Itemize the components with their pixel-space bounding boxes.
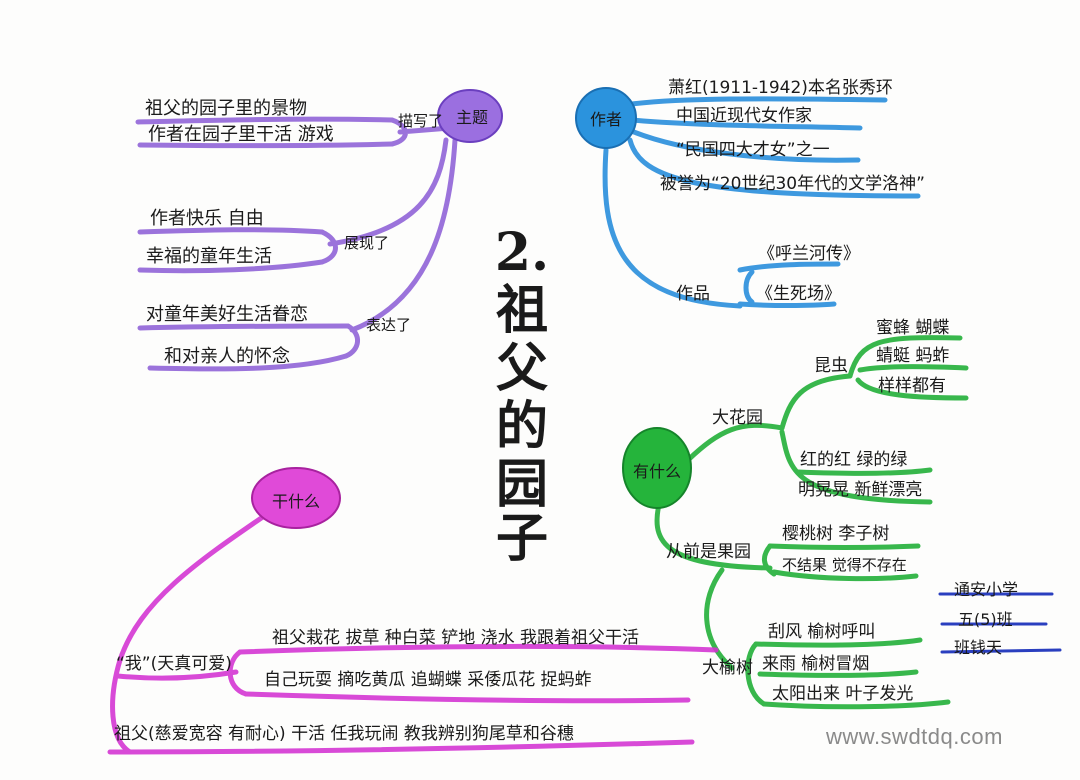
orchard-label: 从前是果园 bbox=[666, 542, 751, 562]
author-works-line-2 bbox=[737, 301, 837, 308]
theme-link-express bbox=[349, 137, 458, 333]
signature-name: 班钱天 bbox=[954, 638, 1003, 657]
elm-line-2 bbox=[757, 669, 919, 678]
theme-center-label: 主题 bbox=[455, 108, 489, 127]
author-center-label: 作者 bbox=[589, 110, 623, 129]
title-char-3: 的 bbox=[495, 396, 548, 457]
author-work: 《生死场》 bbox=[756, 284, 841, 304]
orchard-item: 不结果 觉得不存在 bbox=[782, 556, 907, 574]
theme-leaf: 幸福的童年生活 bbox=[146, 246, 272, 267]
insects-label: 昆虫 bbox=[814, 356, 848, 376]
title-number: 2. bbox=[494, 222, 550, 283]
author-fact: 萧红(1911-1942)本名张秀环 bbox=[668, 78, 893, 98]
theme-underline-3 bbox=[137, 227, 325, 235]
orchard-line-1 bbox=[767, 543, 921, 550]
garden-link-insects bbox=[779, 373, 853, 431]
do-center-node bbox=[251, 467, 341, 529]
orchard-line-2 bbox=[771, 569, 919, 582]
title-char-1: 祖 bbox=[495, 280, 548, 341]
theme-leaf: 对童年美好生活眷恋 bbox=[146, 304, 308, 325]
do-me-item: 祖父栽花 拔草 种白菜 铲地 浇水 我跟着祖父干活 bbox=[272, 628, 640, 648]
orchard-link-elm bbox=[704, 567, 735, 671]
author-line-3 bbox=[631, 129, 861, 163]
title-char-4: 园 bbox=[495, 454, 548, 515]
do-center-label: 干什么 bbox=[271, 492, 321, 511]
elm-item: 太阳出来 叶子发光 bbox=[772, 684, 914, 704]
what-center-node bbox=[622, 427, 692, 509]
do-grandpa-item: 祖父(慈爱宽容 有耐心) 干活 任我玩闹 教我辨别狗尾草和谷穗 bbox=[114, 724, 574, 744]
author-fact: “民国四大才女”之一 bbox=[676, 140, 830, 160]
theme-branch-label: 展现了 bbox=[344, 234, 390, 252]
author-line-2 bbox=[629, 117, 863, 131]
insect-line-2 bbox=[857, 364, 969, 373]
theme-center-node bbox=[437, 89, 503, 143]
insect-item: 蜜蜂 蝴蝶 bbox=[876, 318, 950, 338]
garden-link-colors bbox=[779, 429, 933, 505]
author-works-label: 作品 bbox=[676, 284, 710, 304]
what-link-garden bbox=[685, 422, 785, 463]
do-me-line-2 bbox=[243, 691, 691, 704]
insect-line-3 bbox=[855, 377, 969, 401]
signature-school: 通安小学 bbox=[954, 580, 1019, 599]
garden-color-item: 红的红 绿的绿 bbox=[800, 450, 908, 470]
elm-item: 来雨 榆树冒烟 bbox=[762, 654, 870, 674]
theme-underline-6 bbox=[147, 353, 349, 372]
theme-underline-2 bbox=[137, 141, 395, 149]
signature-class: 五(5)班 bbox=[958, 610, 1013, 629]
do-me-line-1 bbox=[237, 643, 719, 655]
elm-line-1 bbox=[753, 637, 923, 648]
do-me-item: 自己玩耍 摘吃黄瓜 追蝴蝶 采倭瓜花 捉蚂蚱 bbox=[264, 670, 592, 690]
insect-line-1 bbox=[847, 335, 963, 379]
theme-link-show bbox=[327, 137, 449, 247]
theme-leaf: 作者在园子里干活 游戏 bbox=[148, 124, 334, 145]
watermark: www.swdtdq.com bbox=[826, 724, 1003, 749]
insect-item: 蜻蜓 蚂蚱 bbox=[876, 346, 950, 366]
theme-leaf: 和对亲人的怀念 bbox=[164, 346, 290, 367]
signature-line-3 bbox=[940, 648, 1062, 654]
elm-item: 刮风 榆树呼叫 bbox=[768, 622, 876, 642]
theme-underline-1 bbox=[135, 116, 395, 125]
what-link-orchard bbox=[654, 497, 773, 571]
title-char-5: 子 bbox=[495, 508, 548, 569]
author-line-4 bbox=[627, 137, 921, 199]
author-work: 《呼兰河传》 bbox=[758, 244, 860, 264]
garden-label: 大花园 bbox=[712, 408, 763, 428]
theme-underline-4 bbox=[137, 259, 325, 274]
colors-line-1 bbox=[795, 467, 933, 476]
insect-item: 样样都有 bbox=[878, 376, 946, 396]
theme-leaf: 作者快乐 自由 bbox=[150, 208, 264, 229]
author-line-1 bbox=[629, 96, 888, 107]
elm-line-3 bbox=[761, 699, 951, 710]
do-me-label: “我”(天真可爱) bbox=[116, 654, 232, 674]
do-link-main bbox=[110, 509, 273, 755]
theme-leaf: 祖父的园子里的景物 bbox=[145, 98, 307, 119]
author-link-works bbox=[602, 147, 743, 309]
do-me-link bbox=[115, 669, 239, 681]
do-grandpa-line bbox=[107, 739, 695, 755]
author-fact: 中国近现代女作家 bbox=[676, 106, 812, 126]
author-works-line-1 bbox=[737, 261, 841, 273]
author-center-node bbox=[575, 87, 637, 149]
what-center-label: 有什么 bbox=[632, 462, 682, 481]
elm-label: 大榆树 bbox=[702, 658, 753, 678]
garden-color-item: 明晃晃 新鲜漂亮 bbox=[798, 480, 923, 500]
orchard-item: 樱桃树 李子树 bbox=[782, 524, 890, 544]
theme-branch-label: 表达了 bbox=[366, 316, 412, 334]
theme-branch-label: 描写了 bbox=[398, 112, 444, 130]
theme-underline-5 bbox=[137, 323, 351, 331]
author-fact: 被誉为“20世纪30年代的文学洛神” bbox=[660, 174, 925, 194]
title-char-2: 父 bbox=[495, 338, 548, 399]
